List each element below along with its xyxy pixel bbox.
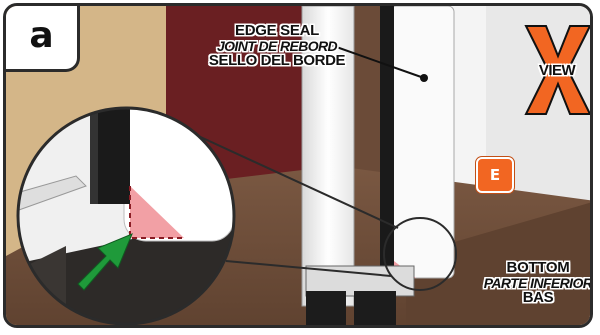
xview-logo-text: VIEW (522, 62, 592, 79)
edge-seal-label-fr: JOINT DE REBORD (192, 39, 362, 54)
bottom-label: BOTTOM PARTE INFERIOR BAS (478, 260, 593, 306)
edge-seal-label: EDGE SEAL JOINT DE REBORD SELLO DEL BORD… (192, 23, 362, 69)
e-part-badge: E (476, 157, 514, 193)
sweep-left (306, 291, 346, 328)
panel-frame: a EDGE SEAL JOINT DE REBORD SELLO DEL BO… (3, 3, 593, 328)
xview-logo: VIEW (522, 26, 592, 114)
bottom-label-en: BOTTOM (478, 260, 593, 276)
sweep-right (354, 291, 396, 328)
edge-seal-dot (420, 74, 428, 82)
panel-letter: a (29, 18, 53, 54)
bottom-label-es: BAS (478, 290, 593, 306)
edge-seal-strip (380, 6, 394, 276)
door-panel (390, 6, 454, 278)
edge-seal-label-en: EDGE SEAL (192, 23, 362, 39)
edge-seal-label-es: SELLO DEL BORDE (192, 53, 362, 69)
e-part-letter: E (490, 166, 500, 184)
panel-letter-badge: a (6, 6, 80, 72)
bottom-label-fr: PARTE INFERIOR (478, 276, 593, 291)
